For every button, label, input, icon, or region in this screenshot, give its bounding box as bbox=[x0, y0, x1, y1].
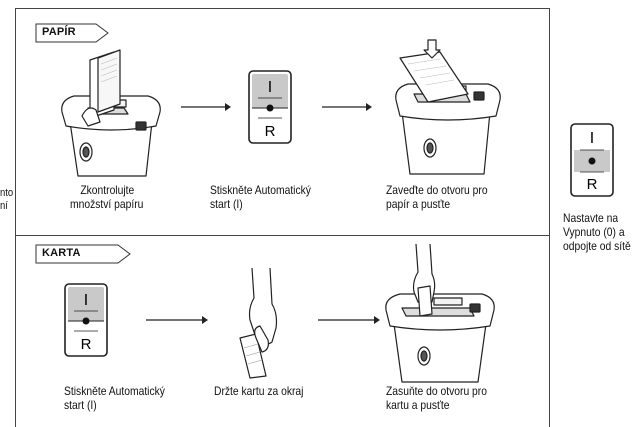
auto-start-switch-icon: I R bbox=[248, 70, 292, 149]
arrow-icon bbox=[181, 103, 231, 111]
caption-line: Nastavte na bbox=[563, 211, 619, 225]
tag-arrow-shape bbox=[35, 23, 109, 43]
shredder-insert-card-illustration bbox=[385, 243, 495, 383]
card-section-tag: KARTA bbox=[35, 244, 131, 264]
off-switch-icon: I R bbox=[570, 123, 614, 202]
caption-line: množství papíru bbox=[70, 197, 144, 211]
paper-step3-caption: Zaveďte do otvoru pro papír a pusťte bbox=[386, 183, 488, 211]
tag-arrow-shape bbox=[35, 244, 131, 264]
arrow-icon bbox=[146, 316, 208, 324]
switch-bottom-label: R bbox=[265, 123, 276, 140]
paper-step1-caption: Zkontrolujte množství papíru bbox=[70, 183, 143, 211]
cut-caption-line-1: nto bbox=[0, 187, 14, 199]
caption-line: papír a pusťte bbox=[386, 197, 451, 211]
card-step3-caption: Zasuňte do otvoru pro kartu a pusťte bbox=[386, 384, 487, 412]
switch-top-label: I bbox=[590, 130, 594, 147]
switch-bottom-label: R bbox=[81, 336, 92, 353]
off-step-caption: Nastavte na Vypnuto (0) a odpojte od sít… bbox=[563, 211, 631, 253]
card-step1-caption: Stiskněte Automatický start (I) bbox=[64, 384, 165, 412]
cut-caption-line-2: ní bbox=[0, 200, 8, 212]
caption-line: odpojte od sítě bbox=[563, 239, 631, 253]
caption-line: start (I) bbox=[210, 197, 243, 211]
section-divider bbox=[15, 235, 550, 236]
arrow-icon bbox=[322, 103, 372, 111]
caption-line: Vypnuto (0) a bbox=[563, 225, 625, 239]
auto-start-switch-icon: I R bbox=[64, 283, 108, 362]
paper-step2-caption: Stiskněte Automatický start (I) bbox=[210, 183, 311, 211]
card-tag-label: KARTA bbox=[42, 247, 81, 259]
switch-bottom-label: R bbox=[587, 176, 598, 193]
card-step2-caption: Držte kartu za okraj bbox=[214, 384, 303, 398]
caption-line: Zasuňte do otvoru pro bbox=[386, 384, 487, 398]
arrow-icon bbox=[318, 316, 380, 324]
caption-line: start (I) bbox=[64, 398, 97, 412]
switch-top-label: I bbox=[84, 292, 88, 309]
shredder-check-paper-illustration bbox=[61, 49, 161, 177]
caption-line: Držte kartu za okraj bbox=[214, 384, 304, 398]
instruction-frame bbox=[15, 8, 550, 427]
paper-section-tag: PAPÍR bbox=[35, 23, 109, 43]
shredder-insert-paper-illustration bbox=[395, 39, 501, 175]
caption-line: Stiskněte Automatický bbox=[210, 183, 311, 197]
caption-line: kartu a pusťte bbox=[386, 398, 450, 412]
caption-line: Stiskněte Automatický bbox=[64, 384, 165, 398]
switch-top-label: I bbox=[268, 79, 272, 96]
hand-holding-card-illustration bbox=[239, 267, 278, 379]
caption-line: Zkontrolujte bbox=[80, 183, 135, 197]
paper-tag-label: PAPÍR bbox=[42, 26, 76, 38]
caption-line: Zaveďte do otvoru pro bbox=[386, 183, 488, 197]
